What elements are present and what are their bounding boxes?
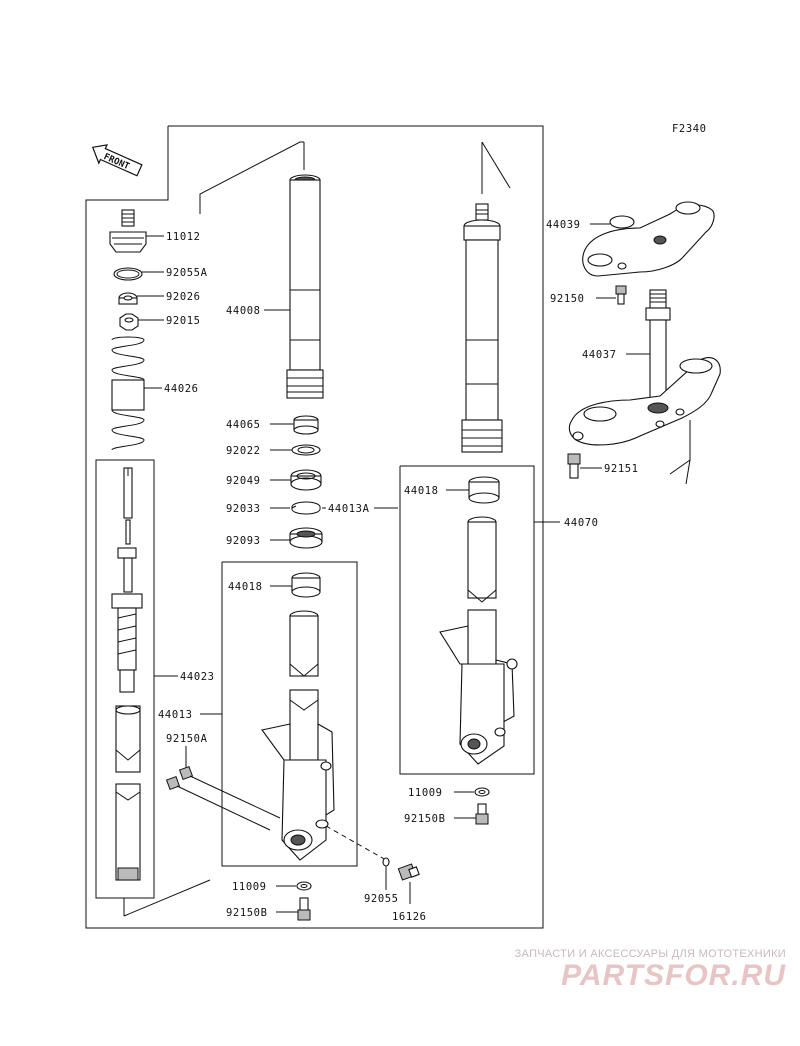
label-11009-bottom: 11009 [232,881,267,893]
label-92150B-bottom: 92150B [226,907,268,919]
outer-tube-part-right [439,516,518,765]
steering-stem-part [568,289,721,446]
label-11012: 11012 [166,231,201,243]
watermark: ЗАПЧАСТИ И АКСЕССУАРЫ ДЛЯ МОТОТЕХНИКИ PA… [515,948,786,992]
upper-bracket-bolt-part [615,285,627,305]
front-arrow-icon: FRONT [91,144,143,177]
label-16126: 16126 [392,911,427,923]
upper-bracket-part [582,201,715,277]
top-cap-bolt-part [109,209,147,253]
label-92033: 92033 [226,503,261,515]
label-92055: 92055 [364,893,399,905]
bolt-part-right [475,803,489,825]
label-44018-right: 44018 [404,485,439,497]
washer-part-right [474,787,490,797]
label-11009-right: 11009 [408,787,443,799]
label-44018-left: 44018 [228,581,263,593]
label-92055A: 92055A [166,267,208,279]
watermark-logo: PARTSFOR.RU [561,959,786,992]
outer-frame [85,125,544,929]
nut-part [119,313,139,331]
label-92022: 92022 [226,445,261,457]
guide-bushing-part-left [291,572,321,598]
outer-tube-part-left [261,610,335,861]
label-92049: 92049 [226,475,261,487]
label-44037: 44037 [582,349,617,361]
right-outer-group-bracket [399,465,535,775]
label-44008: 44008 [226,305,261,317]
label-44065: 44065 [226,419,261,431]
slide-bushing-part [293,415,319,435]
washer-part-bottom [296,881,312,891]
drain-bolt-part [397,863,420,881]
label-92150: 92150 [550,293,585,305]
fork-assembly-part [461,203,503,453]
collar-part [118,292,138,305]
label-44013: 44013 [158,709,193,721]
circlip-part [291,501,321,515]
damper-tube-part [115,705,141,881]
label-92151: 92151 [604,463,639,475]
label-44039: 44039 [546,219,581,231]
drain-o-ring-part [382,857,390,867]
label-44023: 44023 [180,671,215,683]
watermark-tagline: ЗАПЧАСТИ И АКСЕССУАРЫ ДЛЯ МОТОТЕХНИКИ [514,948,786,960]
stem-clamp-bolt-part [567,453,581,479]
label-92093: 92093 [226,535,261,547]
inner-tube-part [286,174,324,399]
label-44070: 44070 [564,517,599,529]
label-92026: 92026 [166,291,201,303]
figure-code: F2340 [672,123,707,135]
label-92150B-right: 92150B [404,813,446,825]
label-92015: 92015 [166,315,201,327]
label-44026: 44026 [164,383,199,395]
label-44013A: 44013A [328,503,370,515]
axle-clamp-bolt-part [165,765,281,831]
bolt-part-bottom [297,897,311,921]
label-92150A: 92150A [166,733,208,745]
outer-tube-group-bracket [221,561,358,867]
dust-seal-part [289,527,323,549]
damper-rod-part [111,467,143,693]
oil-seal-part [290,469,322,491]
guide-bushing-part-right [468,476,500,504]
damper-group-bracket [95,459,155,899]
fork-spring-part [111,336,145,451]
